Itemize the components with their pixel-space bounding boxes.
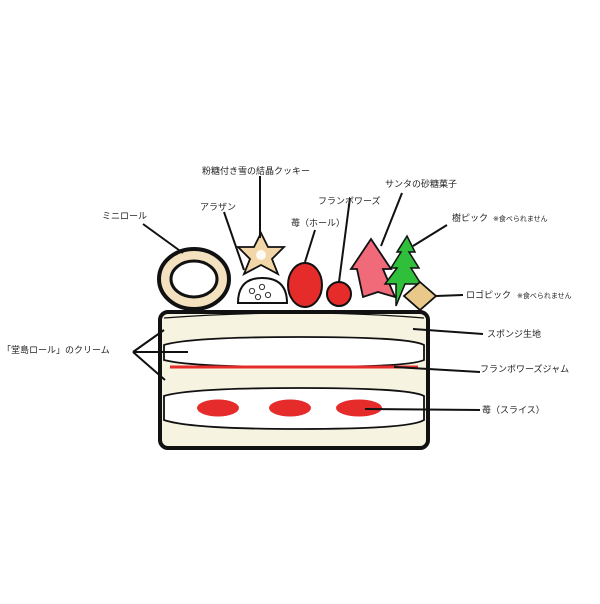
label-strawberry-whole: 苺（ホール） [291, 218, 345, 229]
strawberry-slice [269, 399, 311, 417]
label-logo-pick: ロゴピック [466, 289, 511, 301]
label-arazan: アラザン [200, 202, 236, 213]
label-cookie: 粉糖付き雪の結晶クッキー [202, 165, 310, 177]
label-strawberry-slice: 苺（スライス） [482, 405, 545, 416]
top-cream [163, 312, 425, 319]
label-santa: サンタの砂糖菓子 [385, 178, 457, 190]
label-framboise: フランボワーズ [318, 195, 381, 207]
label-tree-pick: 樹ピック [452, 212, 488, 224]
strawberry-whole [287, 262, 323, 308]
logo-pick [402, 280, 438, 312]
cream-layer-top [163, 336, 425, 368]
label-logo-pick-note: ※食べられません [517, 291, 572, 300]
label-cream: 「堂島ロール」のクリーム [2, 344, 110, 356]
strawberry-slice [197, 399, 239, 417]
santa-sugar [349, 237, 397, 299]
cake-body [158, 310, 430, 450]
label-sponge: スポンジ生地 [487, 328, 541, 340]
label-tree-pick-note: ※食べられません [493, 214, 548, 223]
label-jam: フランボワーズジャム [480, 363, 569, 375]
tree-pick [383, 234, 423, 307]
labels: 粉糖付き雪の結晶クッキー サンタの砂糖菓子 フランボワーズ ミニロール アラザン… [2, 165, 572, 416]
arazan [236, 276, 289, 304]
leader-lines [132, 176, 484, 411]
snowflake-cookie [235, 230, 287, 276]
label-mini-roll: ミニロール [102, 212, 147, 222]
strawberry-slice [336, 399, 382, 417]
mini-roll [157, 247, 231, 311]
framboise [326, 281, 352, 307]
